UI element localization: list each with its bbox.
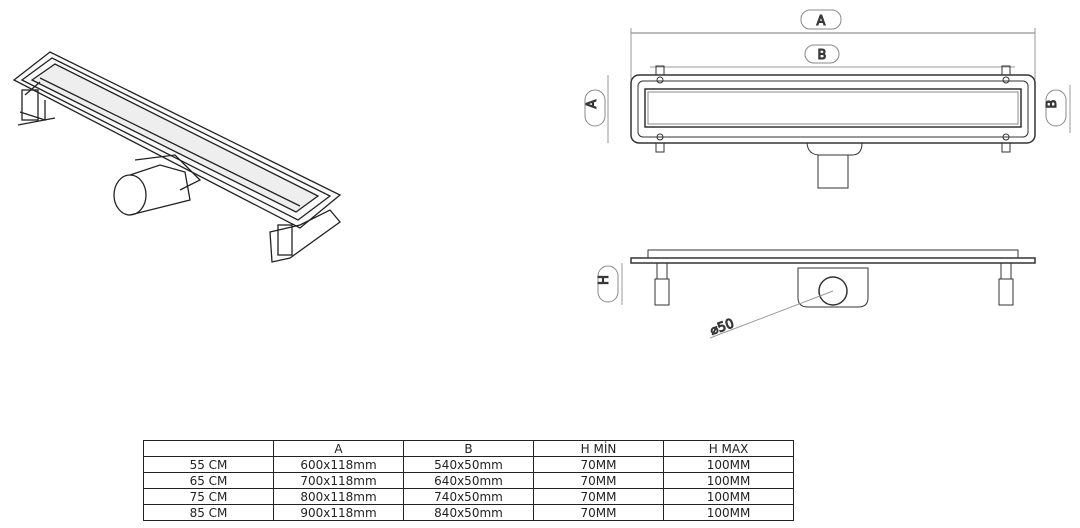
- cell: 100MM: [663, 472, 794, 489]
- cell: 75 CM: [143, 488, 274, 505]
- header-cell: B: [403, 440, 534, 457]
- cell: 800x118mm: [273, 488, 404, 505]
- dim-label-h: H: [597, 275, 612, 285]
- isometric-view: [12, 51, 342, 263]
- header-cell: A: [273, 440, 404, 457]
- cell: 85 CM: [143, 504, 274, 521]
- cell: 700x118mm: [273, 472, 404, 489]
- dim-label-diameter: ⌀50: [708, 316, 736, 338]
- cell: 55 CM: [143, 456, 274, 473]
- cell: 100MM: [663, 488, 794, 505]
- cell: 70MM: [533, 504, 664, 521]
- cell: 100MM: [663, 504, 794, 521]
- cell: 70MM: [533, 472, 664, 489]
- cell: 70MM: [533, 488, 664, 505]
- header-cell: [143, 440, 274, 457]
- cell: 840x50mm: [403, 504, 534, 521]
- technical-drawing: A B A B H ⌀50: [12, 9, 1071, 339]
- dim-label-b-side: B: [1045, 100, 1060, 109]
- cell: 70MM: [533, 456, 664, 473]
- cell: 600x118mm: [273, 456, 404, 473]
- cell: 640x50mm: [403, 472, 534, 489]
- cell: 540x50mm: [403, 456, 534, 473]
- cell: 740x50mm: [403, 488, 534, 505]
- top-view: A B A B: [584, 9, 1071, 189]
- side-view: H ⌀50: [597, 249, 1036, 339]
- dim-label-a-top: A: [817, 14, 826, 29]
- cell: 900x118mm: [273, 504, 404, 521]
- cell: 65 CM: [143, 472, 274, 489]
- table-header-row: A B H MİN H MAX: [143, 440, 794, 457]
- header-cell: H MİN: [533, 440, 664, 457]
- header-cell: H MAX: [663, 440, 794, 457]
- dim-label-a-side: A: [585, 99, 600, 108]
- cell: 100MM: [663, 456, 794, 473]
- dim-label-b-top: B: [818, 48, 827, 63]
